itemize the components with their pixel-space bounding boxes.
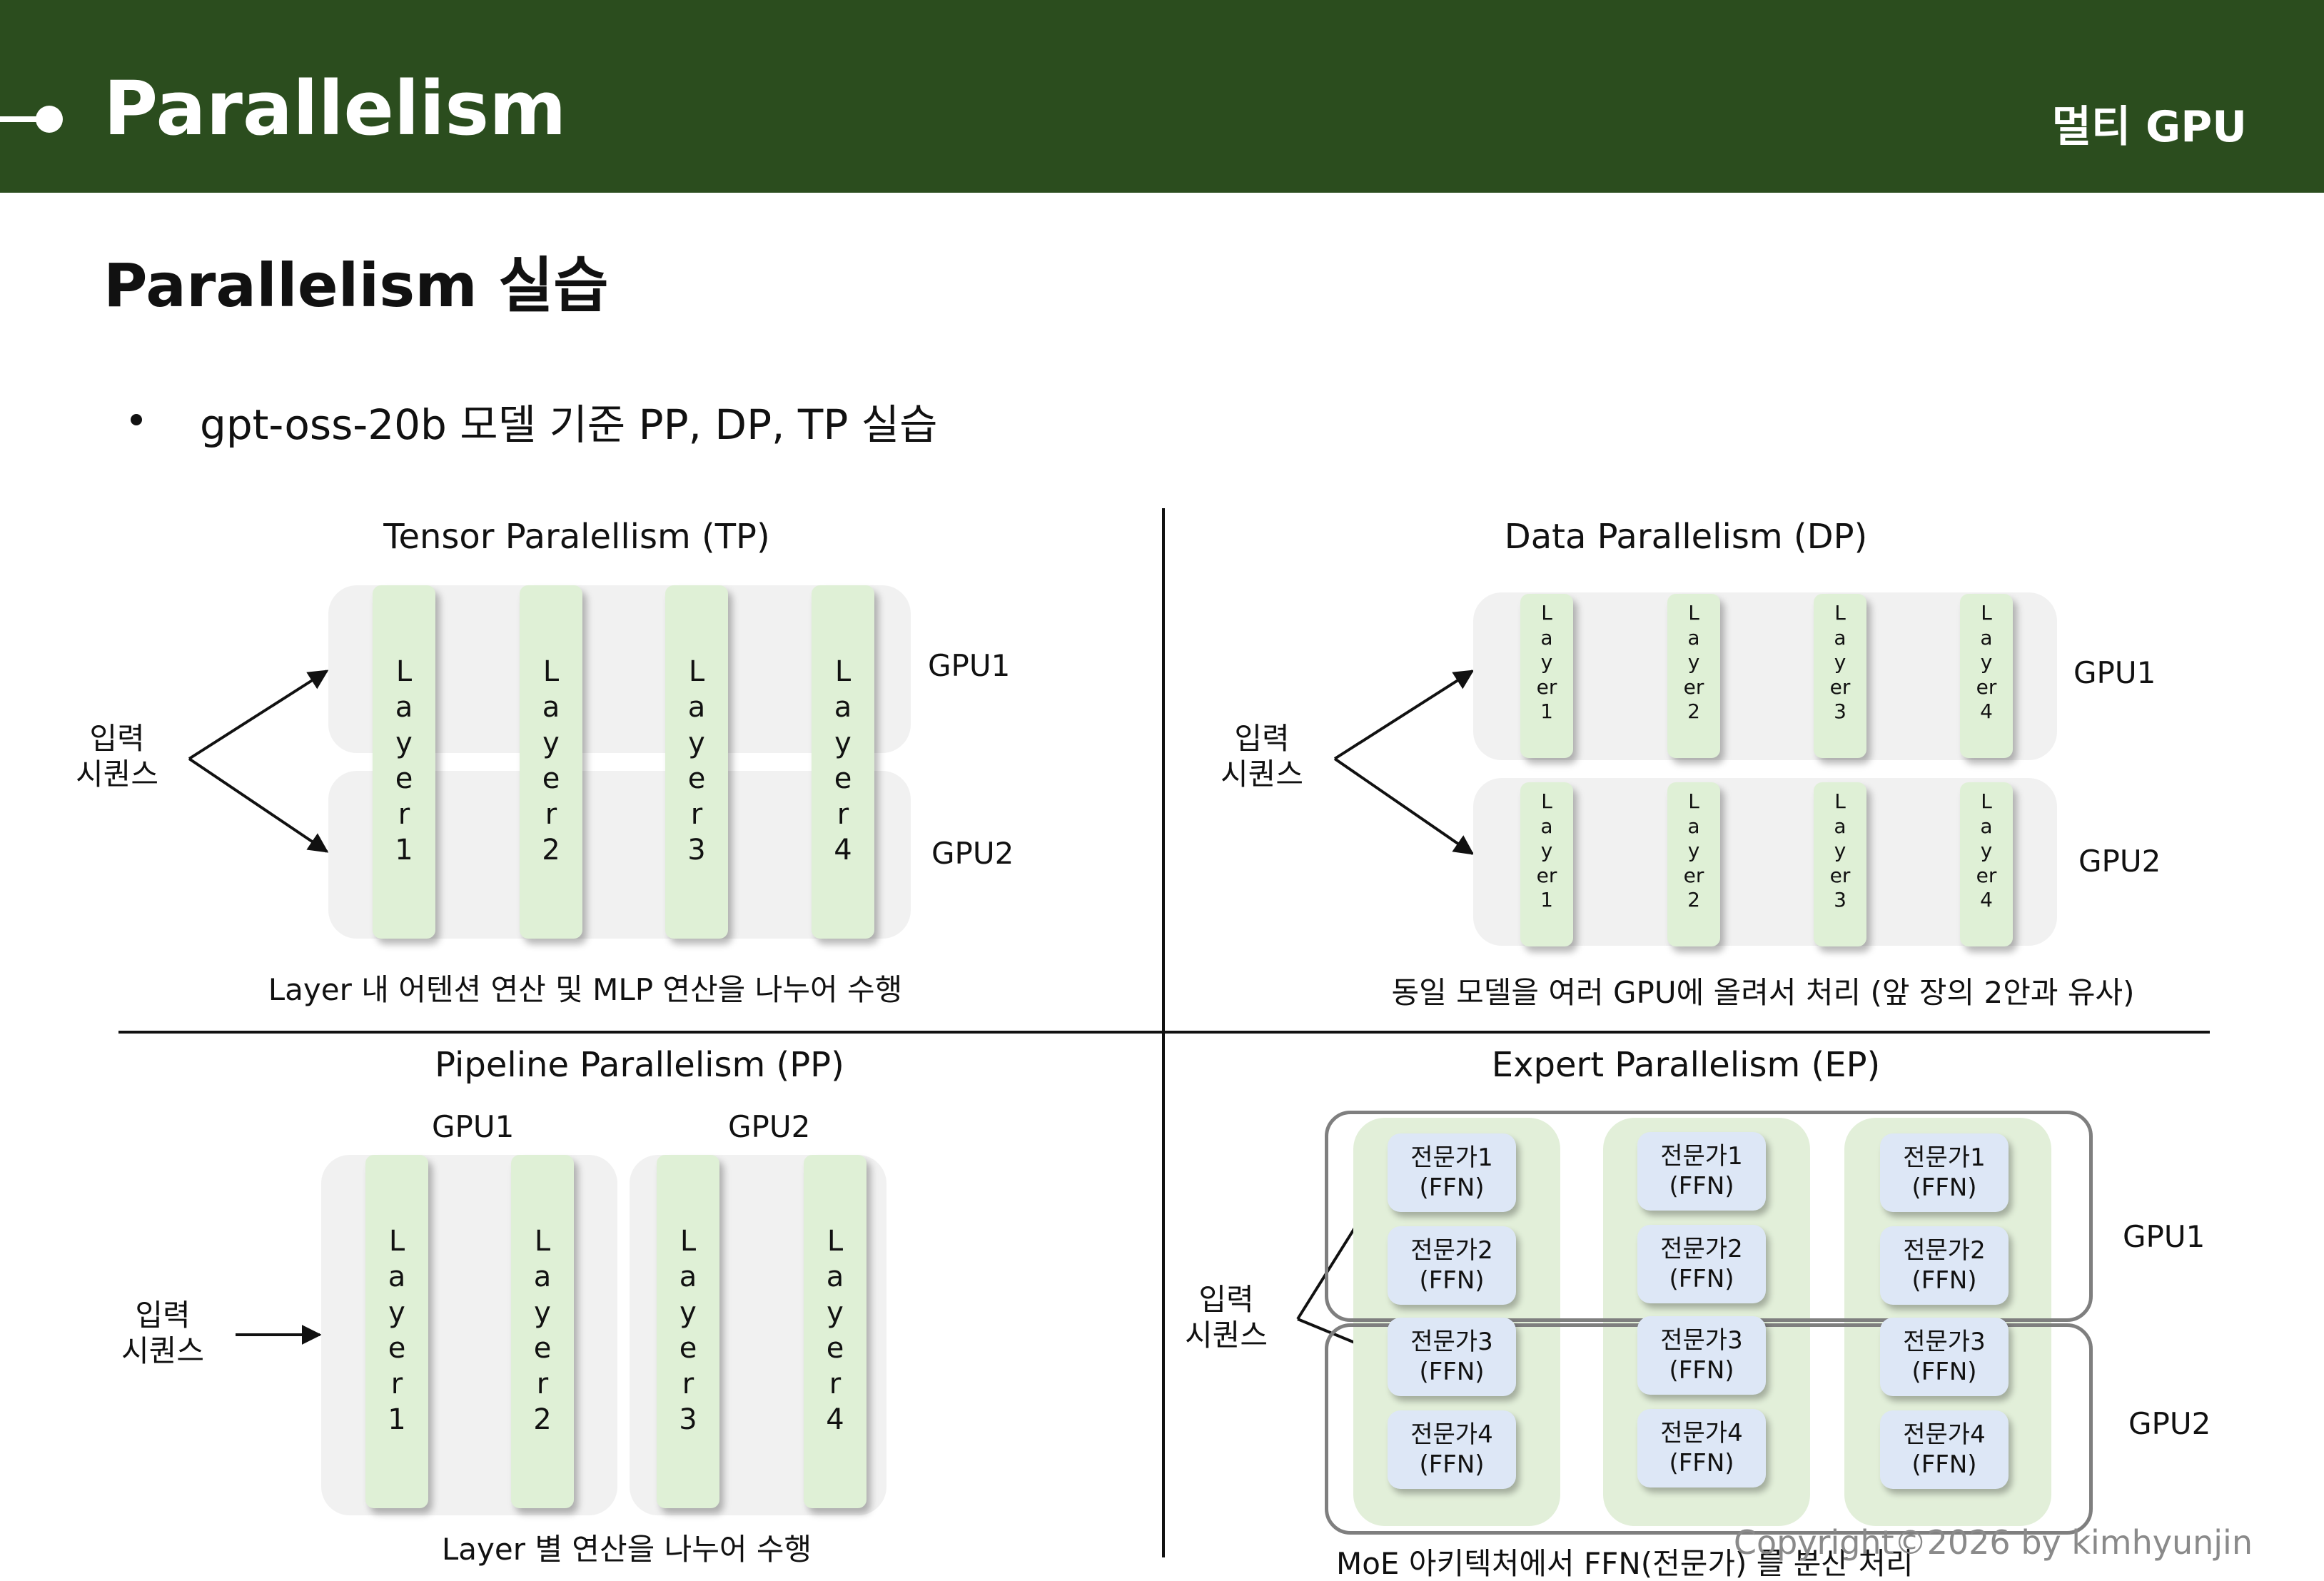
pp-layer-label: Layer3 — [679, 1225, 697, 1436]
dp-layer-label: Layer1 — [1536, 789, 1557, 911]
pp-caption: Layer 별 연산을 나누어 수행 — [441, 1532, 812, 1567]
tp-caption: Layer 내 어텐션 연산 및 MLP 연산을 나누어 수행 — [268, 972, 903, 1007]
header-dot-decoration — [36, 106, 63, 133]
tp-gpu2-label: GPU2 — [931, 836, 1014, 871]
ep-expert-4: 전문가4 (FFN) — [1637, 1409, 1766, 1487]
tp-title: Tensor Paralellism (TP) — [383, 517, 770, 557]
tp-layer-label: Layer3 — [687, 655, 706, 867]
dp-gpu1-label: GPU1 — [2073, 655, 2156, 690]
tp-input-label: 입력 시퀀스 — [76, 721, 158, 793]
dp-gpu1-layer-3: Layer3 — [1814, 594, 1866, 758]
ep-input-label: 입력 시퀀스 — [1185, 1282, 1268, 1354]
pp-gpu2-label: GPU2 — [728, 1109, 811, 1144]
ep-expert-2: 전문가2 (FFN) — [1880, 1226, 2009, 1305]
header-bar: Parallelism 멀티 GPU — [0, 0, 2324, 193]
dp-layer-label: Layer4 — [1976, 601, 1997, 723]
pp-layer-label: Layer4 — [826, 1225, 844, 1436]
pp-title: Pipeline Parallelism (PP) — [435, 1045, 844, 1085]
dp-gpu1-layer-1: Layer1 — [1520, 594, 1573, 758]
pp-layer-label: Layer1 — [388, 1225, 406, 1436]
dp-gpu1-layer-4: Layer4 — [1960, 594, 2013, 758]
header-tag: 멀티 GPU — [2051, 102, 2247, 152]
ep-expert-2: 전문가2 (FFN) — [1637, 1225, 1766, 1303]
ep-expert-3: 전문가3 (FFN) — [1637, 1316, 1766, 1395]
dp-arrow-gpu2 — [1333, 757, 1475, 855]
ep-expert-4: 전문가4 (FFN) — [1388, 1410, 1516, 1489]
input-label-line1: 입력 — [1234, 721, 1290, 756]
tp-layer-2: Layer2 — [520, 585, 582, 939]
horizontal-divider — [118, 1031, 2210, 1034]
page-title: Parallelism — [103, 65, 567, 152]
dp-gpu2-layer-1: Layer1 — [1520, 782, 1573, 946]
pp-layer-2: Layer2 — [511, 1155, 574, 1508]
ep-expert-2: 전문가2 (FFN) — [1388, 1226, 1516, 1305]
pp-layer-label: Layer2 — [533, 1225, 552, 1436]
dp-gpu1-layer-2: Layer2 — [1667, 594, 1720, 758]
header-line-decoration — [0, 116, 43, 122]
tp-layer-label: Layer2 — [542, 655, 560, 867]
tp-gpu1-label: GPU1 — [928, 648, 1011, 683]
tp-layer-label: Layer4 — [834, 655, 852, 867]
dp-layer-label: Layer3 — [1829, 601, 1851, 723]
input-label-line2: 시퀀스 — [121, 1333, 204, 1369]
pp-layer-4: Layer4 — [804, 1155, 867, 1508]
dp-layer-label: Layer3 — [1829, 789, 1851, 911]
tp-layer-3: Layer3 — [665, 585, 728, 939]
tp-layer-1: Layer1 — [373, 585, 435, 939]
dp-gpu2-layer-3: Layer3 — [1814, 782, 1866, 946]
dp-caption: 동일 모델을 여러 GPU에 올려서 처리 (앞 장의 2안과 유사) — [1391, 975, 2135, 1010]
input-label-line1: 입력 — [1198, 1282, 1254, 1317]
input-label-line2: 시퀀스 — [1221, 757, 1303, 792]
dp-arrow-gpu1 — [1333, 670, 1475, 760]
ep-expert-3: 전문가3 (FFN) — [1880, 1318, 2009, 1396]
dp-title: Data Parallelism (DP) — [1504, 517, 1868, 557]
dp-gpu2-layer-4: Layer4 — [1960, 782, 2013, 946]
bullet-icon — [131, 414, 142, 425]
dp-gpu2-layer-2: Layer2 — [1667, 782, 1720, 946]
pp-layer-3: Layer3 — [657, 1155, 719, 1508]
ep-gpu1-label: GPU1 — [2123, 1219, 2206, 1254]
pp-input-label: 입력 시퀀스 — [121, 1298, 204, 1370]
dp-input-label: 입력 시퀀스 — [1221, 721, 1303, 793]
ep-expert-1: 전문가1 (FFN) — [1637, 1132, 1766, 1211]
tp-arrow-gpu2 — [188, 757, 329, 853]
dp-layer-label: Layer4 — [1976, 789, 1997, 911]
ep-expert-4: 전문가4 (FFN) — [1880, 1410, 2009, 1489]
tp-arrow-gpu1 — [188, 670, 329, 760]
ep-title: Expert Parallelism (EP) — [1491, 1045, 1881, 1085]
pp-layer-1: Layer1 — [365, 1155, 428, 1508]
tp-layer-label: Layer1 — [395, 655, 413, 867]
section-title: Parallelism 실습 — [103, 251, 609, 320]
dp-layer-label: Layer1 — [1536, 601, 1557, 723]
input-label-line2: 시퀀스 — [76, 757, 158, 792]
dp-gpu2-label: GPU2 — [2078, 844, 2161, 879]
tp-layer-4: Layer4 — [812, 585, 874, 939]
ep-expert-3: 전문가3 (FFN) — [1388, 1318, 1516, 1396]
input-label-line1: 입력 — [135, 1298, 191, 1333]
ep-expert-1: 전문가1 (FFN) — [1880, 1133, 2009, 1212]
input-label-line2: 시퀀스 — [1185, 1318, 1268, 1353]
dp-layer-label: Layer2 — [1683, 601, 1704, 723]
input-label-line1: 입력 — [89, 721, 145, 756]
ep-gpu2-label: GPU2 — [2128, 1406, 2211, 1441]
pp-gpu1-label: GPU1 — [432, 1109, 515, 1144]
bullet-text: gpt-oss-20b 모델 기준 PP, DP, TP 실습 — [200, 400, 938, 449]
dp-layer-label: Layer2 — [1683, 789, 1704, 911]
copyright-text: Copyright©2026 by kimhyunjin — [1733, 1523, 2253, 1562]
ep-expert-1: 전문가1 (FFN) — [1388, 1133, 1516, 1212]
